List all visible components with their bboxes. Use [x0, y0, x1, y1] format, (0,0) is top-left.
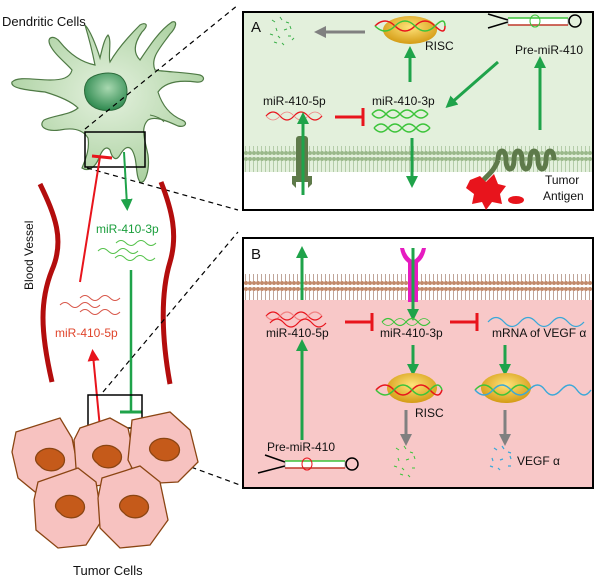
left-mir-5p-strands [59, 295, 121, 315]
dendritic-cells-label: Dendritic Cells [2, 14, 86, 29]
degraded-mirna-fragments-b [393, 445, 416, 478]
panel-a-mir-3p-strands [371, 109, 431, 133]
left-mir-3p-strands [97, 240, 157, 261]
panel-b-mrna-vegf-strand [487, 316, 585, 328]
panel-b-vegf-label: VEGF α [517, 454, 560, 468]
risc-complex-a [374, 16, 446, 44]
risc-complex-b1 [375, 373, 443, 403]
panel-b-mir-3p-strand [381, 317, 431, 327]
dendritic-cell [11, 21, 205, 183]
inhibit-line-5p [79, 156, 101, 283]
left-mir-5p-label: miR-410-5p [55, 326, 118, 340]
panel-b-letter: B [251, 246, 261, 263]
panel-a-pre-mir-label: Pre-miR-410 [515, 43, 583, 57]
dendritic-nucleus [84, 72, 128, 111]
tumor-cells-label: Tumor Cells [73, 563, 143, 578]
degraded-vegf-fragments [489, 445, 512, 471]
blood-vessel-wall-right [158, 181, 177, 385]
blood-vessel-label: Blood Vessel [22, 221, 36, 290]
panel-b-risc-label: RISC [415, 406, 444, 420]
zoom-line-a-top [84, 4, 239, 130]
panel-a-mir-5p-label: miR-410-5p [263, 94, 326, 108]
zoom-line-b-top [102, 231, 239, 393]
risc-complex-b2 [474, 373, 592, 403]
arrow-3p-down [120, 151, 133, 211]
inhibit-bar-5p [91, 154, 113, 160]
blood-vessel-wall-left [37, 182, 61, 383]
panel-a-tumor-antigen-line2: Antigen [543, 189, 584, 203]
arrow-pre-to-3p-a [445, 60, 499, 108]
pre-mir-410-hairpin-a [487, 13, 582, 29]
zoom-box-a [84, 131, 146, 168]
panel-b-mir-5p-label: miR-410-5p [266, 326, 329, 340]
degraded-mirna-fragments-a [269, 16, 295, 46]
panel-a-tumor-antigen-line1: Tumor [545, 173, 579, 187]
panel-a-mir-5p-strand [265, 111, 323, 121]
tumor-antigen-icon [466, 174, 524, 210]
tumor-cells [11, 411, 199, 549]
panel-b-pre-mir-label: Pre-miR-410 [267, 440, 335, 454]
panel-a-mir-3p-label: miR-410-3p [372, 94, 435, 108]
panel-b-mir-3p-label: miR-410-3p [380, 326, 443, 340]
arrow-5p-up [87, 349, 101, 429]
pre-mir-410-hairpin-b [257, 454, 359, 474]
panel-a-letter: A [251, 19, 261, 36]
panel-a-risc-label: RISC [425, 39, 454, 53]
zoom-line-a-bottom [86, 167, 239, 211]
panel-b-mrna-label: mRNA of VEGF α [492, 326, 586, 340]
left-mir-3p-label: miR-410-3p [96, 222, 159, 236]
panel-b-mir-5p-strands [265, 311, 327, 328]
